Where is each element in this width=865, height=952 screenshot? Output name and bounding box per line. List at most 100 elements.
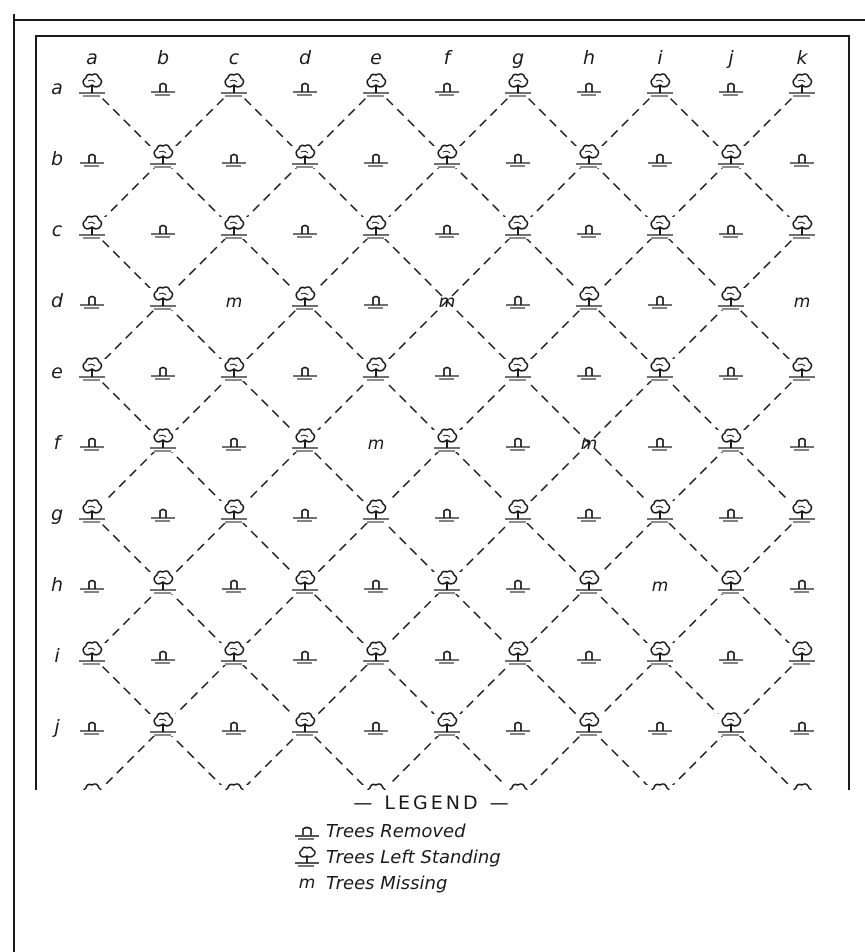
- standing-tree-icon: [291, 287, 319, 310]
- standing-tree-icon: [504, 74, 532, 97]
- removed-tree-stump-icon: [788, 572, 816, 594]
- row-label: i: [54, 645, 60, 667]
- column-label: f: [444, 47, 454, 69]
- removed-tree-stump-icon: [78, 146, 106, 168]
- missing-tree-mark: m: [581, 434, 598, 454]
- standing-tree-icon: [788, 74, 816, 97]
- removed-tree-stump-icon: [78, 288, 106, 310]
- stump-icon: [294, 819, 320, 843]
- removed-tree-stump-icon: [291, 359, 319, 381]
- standing-tree-icon: [788, 358, 816, 381]
- standing-tree-icon: [788, 216, 816, 239]
- row-label: e: [51, 361, 63, 383]
- standing-tree-icon: [220, 500, 248, 523]
- row-label: h: [51, 574, 63, 596]
- removed-tree-stump-icon: [646, 430, 674, 452]
- standing-tree-icon: [575, 287, 603, 310]
- removed-tree-stump-icon: [220, 572, 248, 594]
- row-label: f: [54, 432, 64, 454]
- standing-tree-icon: [717, 287, 745, 310]
- missing-symbol: m: [294, 873, 320, 893]
- standing-tree-icon: [220, 216, 248, 239]
- removed-tree-stump-icon: [504, 714, 532, 736]
- standing-tree-icon: [291, 571, 319, 594]
- standing-tree-icon: [362, 358, 390, 381]
- removed-tree-stump-icon: [717, 501, 745, 523]
- standing-tree-icon: [220, 642, 248, 665]
- removed-tree-stump-icon: [717, 75, 745, 97]
- removed-tree-stump-icon: [220, 714, 248, 736]
- removed-tree-stump-icon: [291, 501, 319, 523]
- removed-tree-stump-icon: [362, 714, 390, 736]
- standing-tree-icon: [575, 713, 603, 736]
- removed-tree-stump-icon: [504, 430, 532, 452]
- removed-tree-stump-icon: [149, 501, 177, 523]
- standing-tree-icon: [717, 145, 745, 168]
- removed-tree-stump-icon: [149, 75, 177, 97]
- standing-tree-icon: [78, 358, 106, 381]
- removed-tree-stump-icon: [291, 643, 319, 665]
- removed-tree-stump-icon: [433, 359, 461, 381]
- standing-tree-icon: [433, 145, 461, 168]
- standing-tree-icon: [149, 145, 177, 168]
- standing-tree-icon: [78, 74, 106, 97]
- removed-tree-stump-icon: [504, 288, 532, 310]
- standing-tree-icon: [646, 500, 674, 523]
- removed-tree-stump-icon: [575, 643, 603, 665]
- removed-tree-stump-icon: [220, 430, 248, 452]
- removed-tree-stump-icon: [78, 430, 106, 452]
- removed-tree-stump-icon: [362, 572, 390, 594]
- legend-label-standing: Trees Left Standing: [326, 847, 501, 868]
- column-label: k: [796, 47, 808, 69]
- column-label: i: [657, 47, 663, 69]
- missing-tree-mark: m: [368, 434, 385, 454]
- removed-tree-stump-icon: [575, 75, 603, 97]
- standing-tree-icon: [362, 500, 390, 523]
- row-label: c: [52, 219, 63, 241]
- removed-tree-stump-icon: [149, 217, 177, 239]
- standing-tree-icon: [78, 642, 106, 665]
- standing-tree-icon: [220, 358, 248, 381]
- removed-tree-stump-icon: [433, 501, 461, 523]
- column-label: g: [512, 47, 524, 69]
- removed-tree-stump-icon: [788, 430, 816, 452]
- row-label: j: [51, 716, 60, 738]
- standing-tree-icon: [717, 571, 745, 594]
- legend-label-removed: Trees Removed: [326, 821, 466, 842]
- legend-item-missing: m Trees Missing: [294, 870, 447, 896]
- standing-tree-icon: [504, 500, 532, 523]
- standing-tree-icon: [575, 571, 603, 594]
- standing-tree-icon: [717, 429, 745, 452]
- column-label: a: [86, 47, 98, 69]
- removed-tree-stump-icon: [646, 146, 674, 168]
- removed-tree-stump-icon: [291, 217, 319, 239]
- legend-title: — LEGEND —: [0, 792, 865, 814]
- tree-cells: mmmmmmm: [78, 74, 816, 790]
- standing-tree-icon: [149, 429, 177, 452]
- removed-tree-stump-icon: [788, 146, 816, 168]
- removed-tree-stump-icon: [717, 217, 745, 239]
- standing-tree-icon: [362, 74, 390, 97]
- standing-tree-icon: [78, 216, 106, 239]
- standing-tree-icon: [433, 571, 461, 594]
- column-label: h: [583, 47, 595, 69]
- standing-tree-icon: [220, 74, 248, 97]
- removed-tree-stump-icon: [149, 359, 177, 381]
- column-label: b: [157, 47, 169, 69]
- column-label: j: [725, 47, 734, 69]
- standing-tree-icon: [788, 500, 816, 523]
- standing-tree-icon: [646, 216, 674, 239]
- missing-tree-mark: m: [439, 292, 456, 312]
- removed-tree-stump-icon: [433, 643, 461, 665]
- standing-tree-icon: [149, 287, 177, 310]
- removed-tree-stump-icon: [291, 75, 319, 97]
- standing-tree-icon: [717, 713, 745, 736]
- missing-tree-mark: m: [652, 576, 669, 596]
- removed-tree-stump-icon: [362, 288, 390, 310]
- standing-tree-icon: [149, 571, 177, 594]
- standing-tree-icon: [78, 500, 106, 523]
- missing-tree-mark: m: [794, 292, 811, 312]
